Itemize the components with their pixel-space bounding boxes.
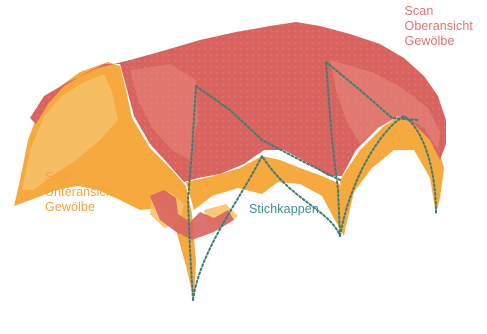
label-oberansicht-line-2: Oberansicht xyxy=(405,19,474,34)
label-stichkappen: Stichkappen xyxy=(249,202,319,217)
label-unteransicht-line-1: Scan xyxy=(45,170,116,185)
label-unteransicht-line-3: Gewölbe xyxy=(45,200,116,215)
label-oberansicht-line-1: Scan xyxy=(405,4,474,19)
label-unteransicht-line-2: Unteransicht xyxy=(45,185,116,200)
label-oberansicht-line-3: Gewölbe xyxy=(405,34,474,49)
label-scan-oberansicht: Scan Oberansicht Gewölbe xyxy=(405,4,474,49)
label-scan-unteransicht: Scan Unteransicht Gewölbe xyxy=(45,170,116,215)
label-stichkappen-text: Stichkappen xyxy=(249,202,319,217)
